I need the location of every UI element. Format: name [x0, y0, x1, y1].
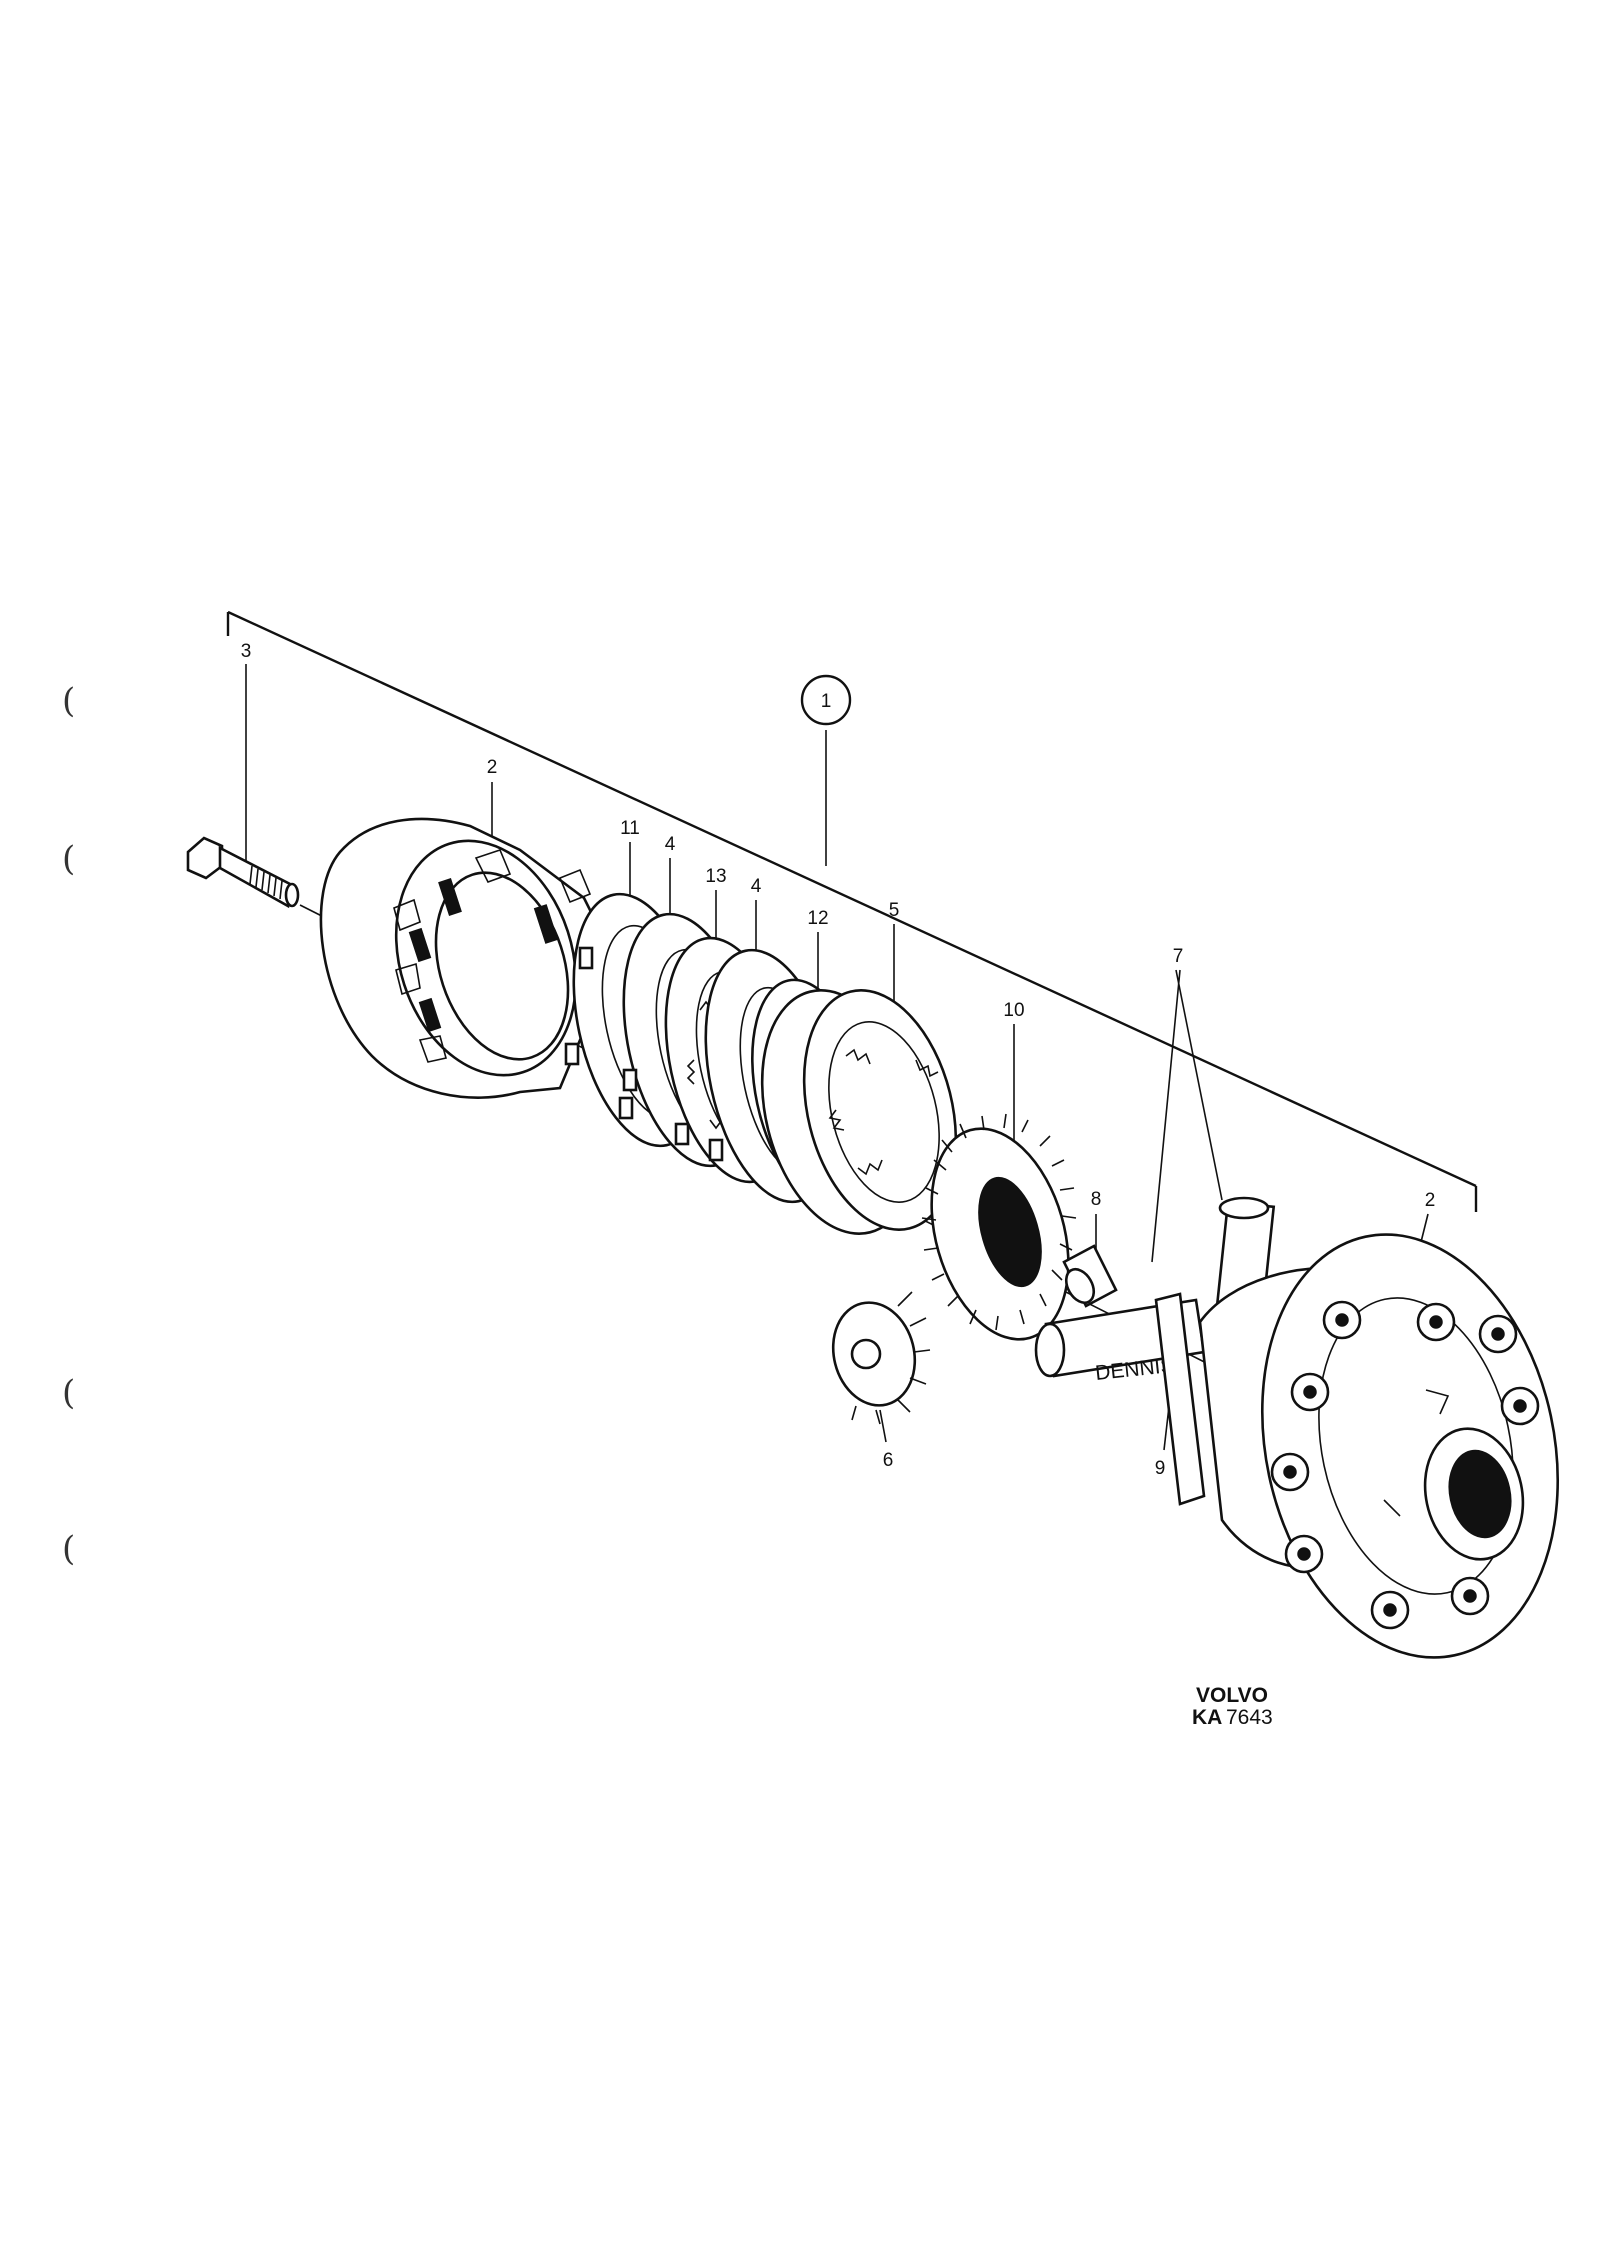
- volvo-stamp: VOLVO KA 7643: [1192, 1684, 1273, 1729]
- margin-mark: (: [62, 1373, 75, 1413]
- callout-plate-4b: 4: [751, 876, 762, 897]
- callout-plate-4a: 4: [665, 834, 676, 855]
- right-case-half: [1198, 1233, 1560, 1659]
- callout-ring-5: 5: [889, 900, 900, 921]
- pinion-6: [831, 1291, 931, 1425]
- callout-assembly: 1: [821, 691, 832, 712]
- assembly-bracket: [226, 610, 1478, 1212]
- callout-disc-11: 11: [620, 818, 640, 839]
- left-case-half: [319, 817, 608, 1099]
- callout-gear-10: 10: [1003, 1000, 1024, 1021]
- callout-pin-9: 9: [1155, 1458, 1166, 1479]
- margin-mark: (: [62, 1529, 75, 1569]
- callout-disc-13: 13: [705, 866, 726, 887]
- bolt-part: [186, 836, 300, 909]
- callout-shafts-7: 7: [1173, 946, 1184, 967]
- callout-bolt: 3: [241, 641, 252, 662]
- stamp-code-prefix: KA: [1192, 1706, 1222, 1729]
- callout-pin-8: 8: [1091, 1189, 1102, 1210]
- margin-mark: (: [62, 839, 75, 879]
- cross-pin-9: [1154, 1292, 1206, 1506]
- callout-labels: 1 3 2 11 4 13 4 12 5 10 8 7 2 9 6: [241, 641, 1436, 1479]
- callout-case-right: 2: [1425, 1190, 1436, 1211]
- stamp-code-number: 7643: [1226, 1706, 1273, 1729]
- callout-disc-12: 12: [807, 908, 828, 929]
- stamp-brand: VOLVO: [1196, 1684, 1268, 1707]
- ring-5: [760, 989, 958, 1235]
- callout-case-left: 2: [487, 757, 498, 778]
- assembly-callout-circle: [800, 674, 852, 726]
- side-gear-10: [921, 1113, 1077, 1341]
- pin-8: [1062, 1244, 1118, 1308]
- margin-mark: (: [62, 681, 75, 721]
- callout-pinion-6: 6: [883, 1450, 894, 1471]
